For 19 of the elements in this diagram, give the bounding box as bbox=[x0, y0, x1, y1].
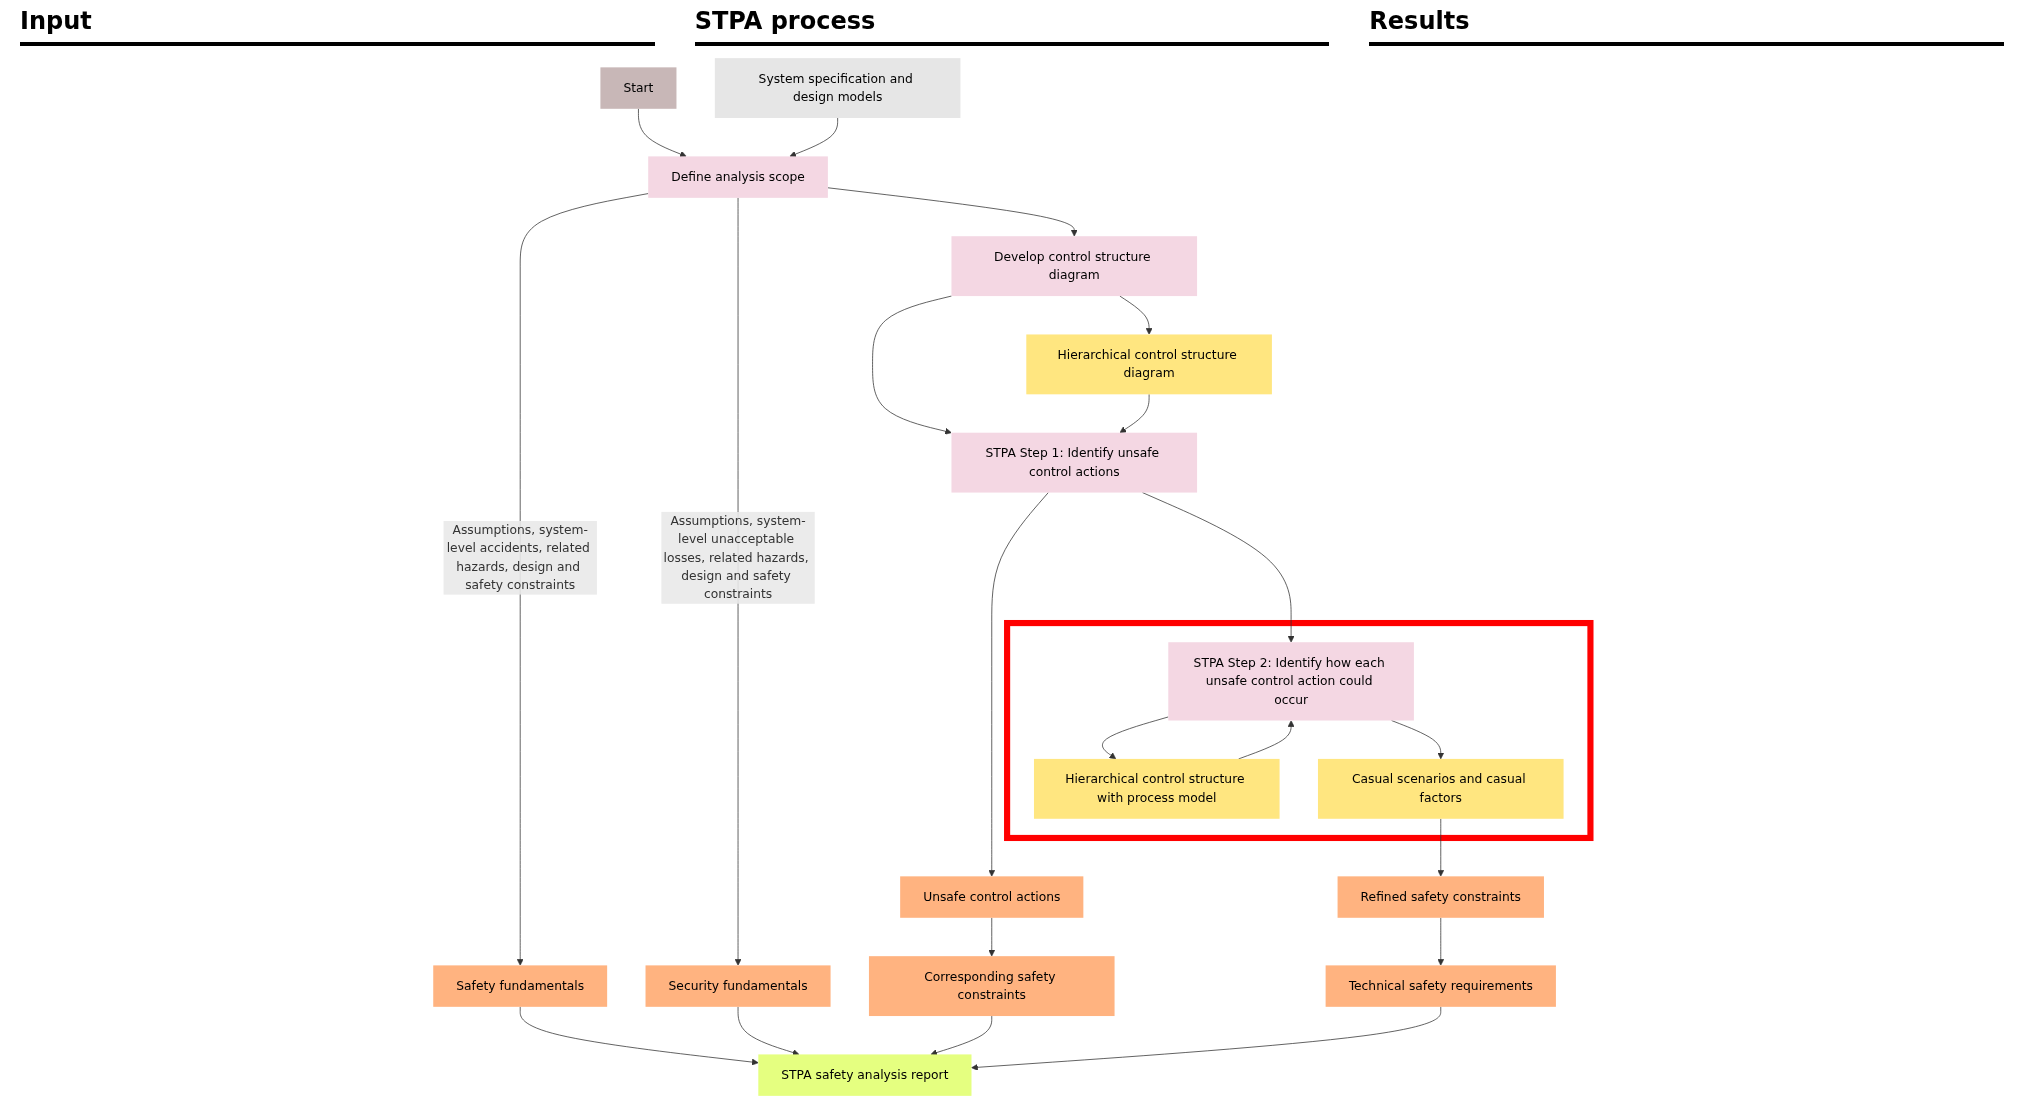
node-box: STPA Step 2: Identify how each unsafe control action could occur bbox=[1168, 642, 1415, 721]
node-box: Define analysis scope bbox=[648, 156, 829, 198]
node-box: Start bbox=[600, 67, 677, 109]
node-box: Hierarchical control structure with process model bbox=[1034, 758, 1280, 819]
node-box: Hierarchical control structure diagram bbox=[1026, 334, 1273, 395]
cluster bbox=[1004, 619, 1594, 842]
node-box: Casual scenarios and casual factors bbox=[1318, 758, 1564, 819]
edge-label: Assumptions, system-level accidents, related hazards, design and safety constraints bbox=[446, 522, 590, 593]
node-box: Unsafe control actions bbox=[900, 876, 1084, 918]
node-box: Security fundamentals bbox=[645, 965, 831, 1007]
node-box: Safety fundamentals bbox=[433, 965, 608, 1007]
node-box: STPA safety analysis report bbox=[758, 1054, 972, 1096]
node-box: Develop control structure diagram bbox=[951, 236, 1198, 297]
node-box: Refined safety constraints bbox=[1337, 876, 1545, 918]
node-box: STPA Step 1: Identify unsafe control actions bbox=[951, 432, 1198, 493]
node-box: System specification and design models bbox=[715, 58, 961, 118]
node-box: Corresponding safety constraints bbox=[869, 956, 1115, 1017]
node-box: Technical safety requirements bbox=[1325, 965, 1557, 1007]
edge-label: Assumptions, system-level unacceptable losses, related hazards, design and safety constraints bbox=[663, 513, 809, 602]
